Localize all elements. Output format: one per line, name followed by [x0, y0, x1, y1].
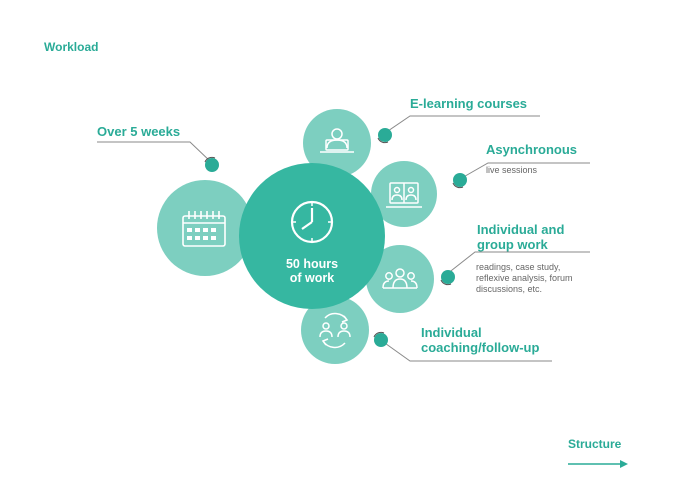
- laptop-user-icon: [320, 128, 354, 153]
- group-work-label-line1: Individual and: [477, 222, 565, 237]
- structure-link[interactable]: Structure: [568, 437, 622, 451]
- group-work-label: Individual and group work: [477, 222, 564, 252]
- dot-coaching: [373, 331, 388, 347]
- connector-coaching: [381, 340, 552, 362]
- structure-arrow-icon: [568, 460, 628, 468]
- group-icon: [382, 268, 418, 289]
- coaching-label: Individual coaching/follow-up: [421, 325, 539, 355]
- dot-group-work: [440, 270, 455, 286]
- calendar-icon: [182, 211, 226, 247]
- clock-icon: [290, 200, 334, 244]
- dot-over-5-weeks: [204, 156, 219, 172]
- e-learning-label: E-learning courses: [410, 96, 528, 111]
- connector-e-learning: [384, 115, 540, 134]
- asynchronous-sublabel: live sessions: [486, 165, 538, 175]
- dot-e-learning: [377, 128, 392, 144]
- e-learning-circle: [303, 109, 371, 177]
- coaching-label-line1: Individual: [421, 325, 482, 340]
- center-label-line2: of work: [289, 271, 335, 285]
- group-work-details: readings, case study, reflexive analysis…: [476, 262, 573, 295]
- connector-group-work: [446, 251, 590, 275]
- center-label-line1: 50 hours: [285, 257, 339, 271]
- over-5-weeks-label: Over 5 weeks: [97, 124, 181, 139]
- group-work-label-line2: group work: [477, 237, 548, 252]
- coaching-exchange-icon: [319, 312, 351, 349]
- video-conference-icon: [386, 182, 422, 208]
- center-label: 50 hours of work: [258, 257, 366, 285]
- asynchronous-label: Asynchronous: [486, 142, 578, 157]
- dot-asynchronous: [452, 173, 467, 189]
- coaching-circle: [301, 296, 369, 364]
- group-work-detail-line3: discussions, etc.: [476, 284, 543, 294]
- center-circle: [239, 163, 385, 309]
- coaching-label-line2: coaching/follow-up: [421, 340, 540, 355]
- group-work-detail-line2: reflexive analysis, forum: [476, 273, 573, 283]
- page-title: Workload: [44, 40, 99, 54]
- connector-asynchronous: [459, 162, 590, 180]
- connector-over-5-weeks: [97, 141, 213, 164]
- group-work-detail-line1: readings, case study,: [476, 262, 561, 272]
